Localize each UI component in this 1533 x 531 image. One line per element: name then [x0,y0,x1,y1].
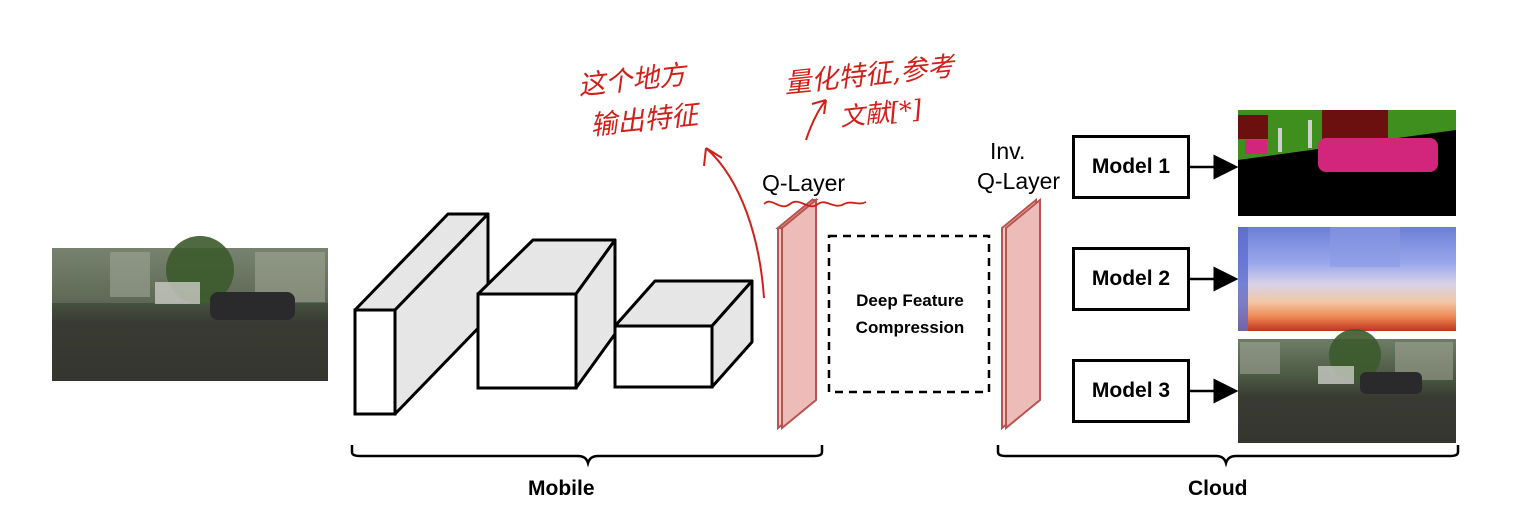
mobile-brace [350,445,824,468]
model-3-box: Model 3 [1072,359,1190,423]
reconstruction-output-image [1238,329,1456,443]
input-street-image [52,236,328,381]
inv-q-layer-label-line1: Inv. [990,138,1026,164]
model-1-box: Model 1 [1072,135,1190,199]
annotation-arrow-left [703,147,765,299]
cloud-brace [996,445,1460,468]
compression-label-line2: Compression [855,318,965,337]
segmentation-output-image [1238,110,1456,216]
inv-q-layer-label-line2: Q-Layer [977,168,1061,194]
depth-output-image [1238,227,1456,331]
compression-label-line1: Deep Feature [856,291,964,310]
encoder-block-2 [476,238,617,390]
mobile-label: Mobile [528,477,595,500]
cloud-label: Cloud [1188,477,1248,500]
encoder-block-1 [353,212,490,416]
q-layer-label: Q-Layer [762,170,846,196]
q-layer-slab [775,197,819,431]
encoder-block-3 [613,279,754,389]
compression-box [827,234,991,394]
annotation-arrow-right [805,99,827,141]
inv-q-layer-slab [1001,197,1041,431]
model-2-box: Model 2 [1072,247,1190,311]
q-layer-underline-squiggle [763,200,867,208]
